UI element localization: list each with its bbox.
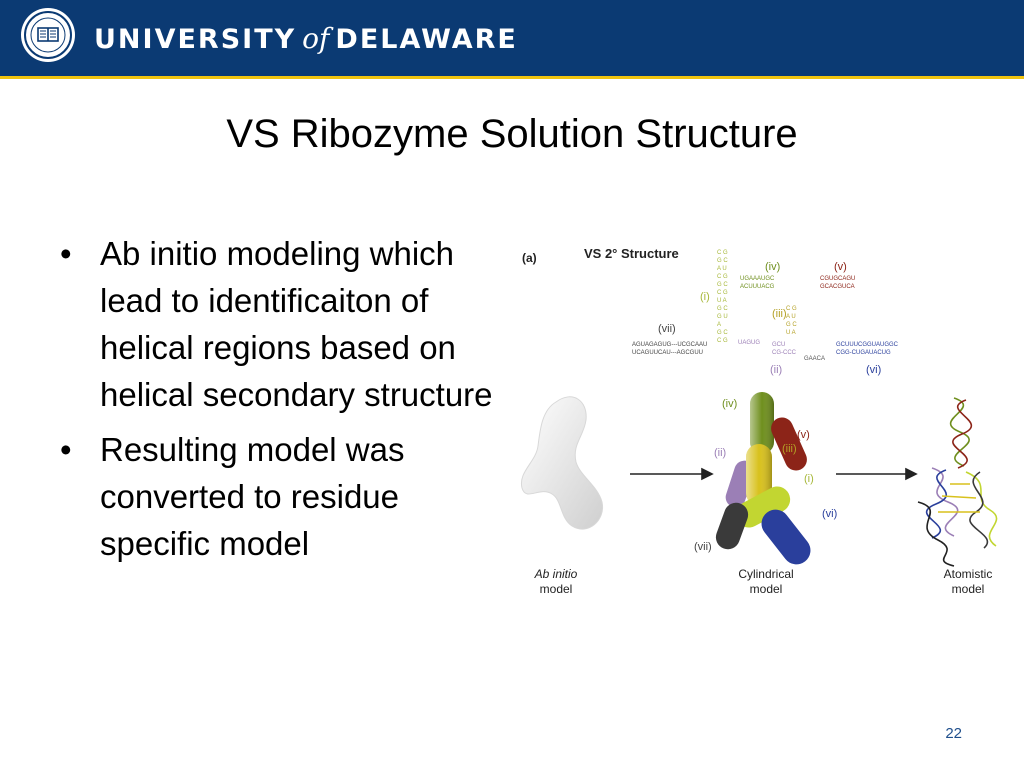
caption-atomistic: Atomistic [944, 567, 993, 581]
cylinder-label: (vi) [822, 508, 837, 520]
caption-ab-initio-model: model [540, 582, 573, 596]
svg-text:U A: U A [786, 330, 796, 336]
svg-text:G C: G C [717, 330, 728, 336]
vs-ribozyme-figure: (a) VS 2° Structure C G G C A U C G G C C G … [520, 246, 998, 596]
header-accent-rule [0, 76, 1024, 79]
secondary-structure-diagram: C G G C A U C G G C C G U A G C G U A G C C G UG… [632, 250, 899, 362]
helix-label: (v) [834, 261, 847, 273]
svg-text:GCU: GCU [772, 342, 785, 348]
svg-text:GCACGUCA: GCACGUCA [820, 284, 855, 290]
svg-text:AGUAGAGUG---UCGCAAU: AGUAGAGUG---UCGCAAU [632, 342, 707, 348]
process-arrow-icon [630, 467, 714, 481]
svg-text:UAGUG: UAGUG [738, 340, 760, 346]
page-number: 22 [945, 725, 962, 742]
svg-text:G U: G U [717, 314, 728, 320]
svg-text:A U: A U [786, 314, 796, 320]
bullet-dot-icon: • [60, 235, 72, 272]
caption-cylindrical: Cylindrical [738, 567, 793, 581]
bullet-item: • Ab initio modeling which lead to identi… [58, 230, 498, 418]
slide-title: VS Ribozyme Solution Structure [226, 112, 798, 156]
cylinder [735, 486, 791, 528]
structure-title: VS 2° Structure [584, 246, 679, 261]
svg-text:CG-CCC: CG-CCC [772, 350, 797, 356]
atomistic-model [917, 397, 998, 567]
bullet-dot-icon: • [60, 431, 72, 468]
cylinder [771, 417, 807, 471]
caption-atomistic-model: model [952, 582, 985, 596]
bullet-text: Ab initio modeling which lead to identif… [100, 235, 493, 413]
svg-text:C G: C G [717, 290, 728, 296]
university-seal-icon [21, 8, 75, 62]
process-arrow-icon [836, 467, 918, 481]
svg-text:C G: C G [786, 306, 797, 312]
svg-text:GAACA: GAACA [804, 356, 825, 362]
brand-of: of [302, 22, 330, 55]
svg-text:G C: G C [717, 258, 728, 264]
cylinder-label: (i) [804, 473, 814, 485]
caption-cylindrical-model: model [750, 582, 783, 596]
svg-text:C G: C G [717, 250, 728, 256]
cylinder-label: (iv) [722, 398, 737, 410]
svg-text:ACUUUACG: ACUUUACG [740, 284, 775, 290]
svg-text:CGUGCAGU: CGUGCAGU [820, 276, 855, 282]
caption-ab-initio: Ab initio [534, 567, 578, 581]
cylinder [761, 509, 811, 565]
svg-text:CGG-CUGAUACUG: CGG-CUGAUACUG [836, 350, 891, 356]
brand-delaware: DELAWARE [335, 24, 518, 55]
svg-text:A U: A U [717, 266, 727, 272]
cylinder [715, 502, 749, 550]
helix-label: (i) [700, 291, 710, 303]
svg-text:UGAAAUGC: UGAAAUGC [740, 276, 775, 282]
helix-label: (ii) [770, 364, 782, 376]
svg-text:C G: C G [717, 338, 728, 344]
cylinder-label: (ii) [714, 447, 726, 459]
cylinder-label: (iii) [782, 443, 797, 455]
brand-university: UNIVERSITY [94, 24, 297, 55]
cylinder-label: (vii) [694, 541, 712, 553]
svg-text:GCUUUCGGUAUGGC: GCUUUCGGUAUGGC [836, 342, 899, 348]
bullet-list: • Ab initio modeling which lead to identi… [58, 230, 498, 575]
cylinder-label: (v) [797, 429, 810, 441]
ab-initio-envelope [520, 396, 604, 530]
svg-text:G C: G C [717, 282, 728, 288]
svg-text:G C: G C [717, 306, 728, 312]
svg-text:U A: U A [717, 298, 727, 304]
panel-label: (a) [522, 251, 537, 265]
helix-label: (iv) [765, 261, 780, 273]
bullet-item: • Resulting model was converted to residu… [58, 426, 498, 567]
svg-text:A: A [717, 322, 721, 328]
helix-label: (vi) [866, 364, 881, 376]
svg-text:G C: G C [786, 322, 797, 328]
helix-label: (vii) [658, 323, 676, 335]
bullet-text: Resulting model was converted to residue… [100, 431, 405, 562]
svg-text:UCAGUUCAU---AGCGUU: UCAGUUCAU---AGCGUU [632, 350, 703, 356]
svg-text:C G: C G [717, 274, 728, 280]
helix-label: (iii) [772, 308, 787, 320]
cylindrical-model [715, 392, 811, 565]
